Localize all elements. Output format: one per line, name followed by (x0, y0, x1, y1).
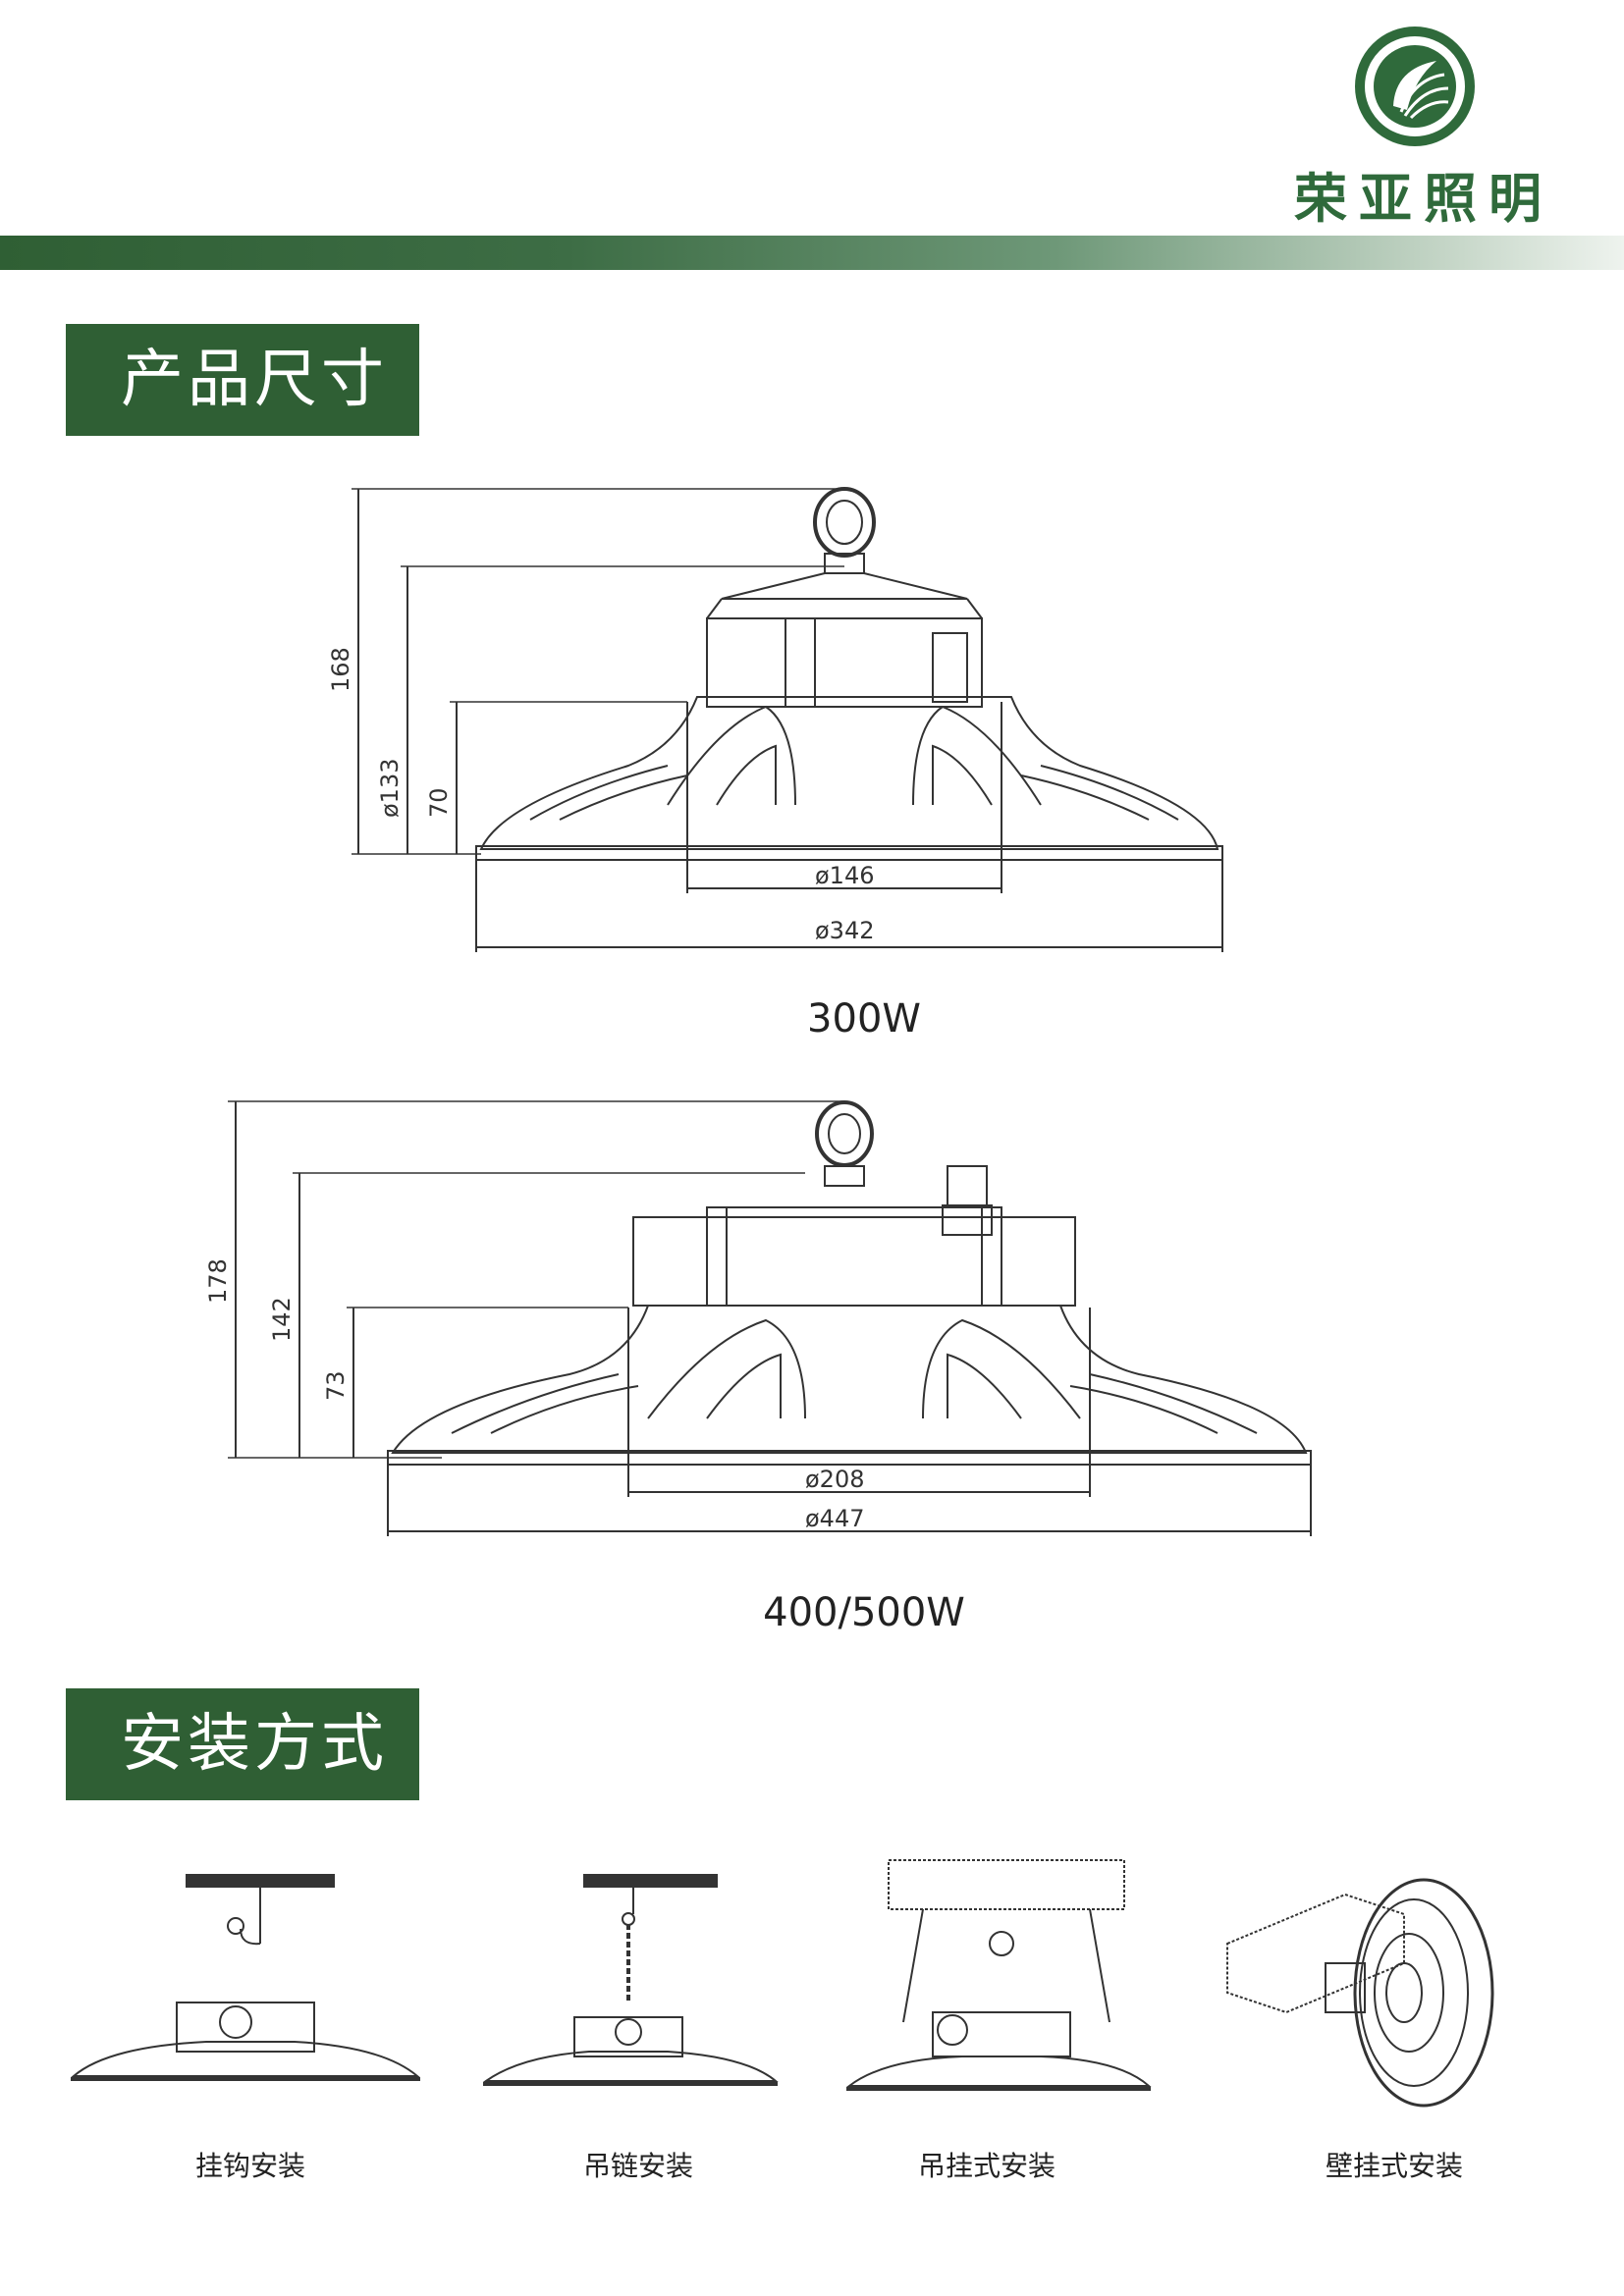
method-label-wall: 壁挂式安装 (1325, 2150, 1463, 2182)
brand-name: 荣亚照明 (1294, 168, 1553, 230)
chain-mount-icon (482, 1874, 779, 2086)
section-title-installation: 安装方式 (66, 1688, 419, 1800)
method-label-hook: 挂钩安装 (194, 2150, 305, 2182)
dim-label-outer-diameter: ø447 (805, 1505, 865, 1532)
section-title-dimensions: 产品尺寸 (66, 324, 419, 436)
drawing-300w: 168 ø133 70 ø146 ø342 (327, 487, 1223, 952)
dim-label-total: 178 (204, 1258, 232, 1304)
dim-label-inner-diameter: ø146 (815, 862, 875, 889)
brand-emblem-icon (1355, 27, 1475, 146)
brand-logo: 荣亚照明 (1276, 27, 1571, 230)
method-label-bracket: 吊挂式安装 (917, 2150, 1056, 2182)
dim-label-mid: ø133 (376, 759, 404, 819)
caption-400w: 400/500W (763, 1590, 965, 1635)
dim-label-body: 70 (425, 787, 453, 818)
dim-label-total: 168 (327, 647, 354, 692)
drawing-400w: 178 142 73 ø208 ø447 (204, 1100, 1312, 1536)
hook-mount-icon (71, 1874, 420, 2081)
dim-label-body: 73 (322, 1370, 350, 1401)
dim-label-outer-diameter: ø342 (815, 917, 875, 944)
header-gradient-band (0, 236, 1624, 270)
bracket-mount-icon (846, 1859, 1152, 2091)
dim-label-mid: 142 (268, 1297, 296, 1342)
method-label-chain: 吊链安装 (582, 2150, 693, 2182)
wall-mount-icon (1226, 1878, 1494, 2108)
dim-label-inner-diameter: ø208 (805, 1466, 865, 1493)
caption-300w: 300W (807, 996, 921, 1041)
